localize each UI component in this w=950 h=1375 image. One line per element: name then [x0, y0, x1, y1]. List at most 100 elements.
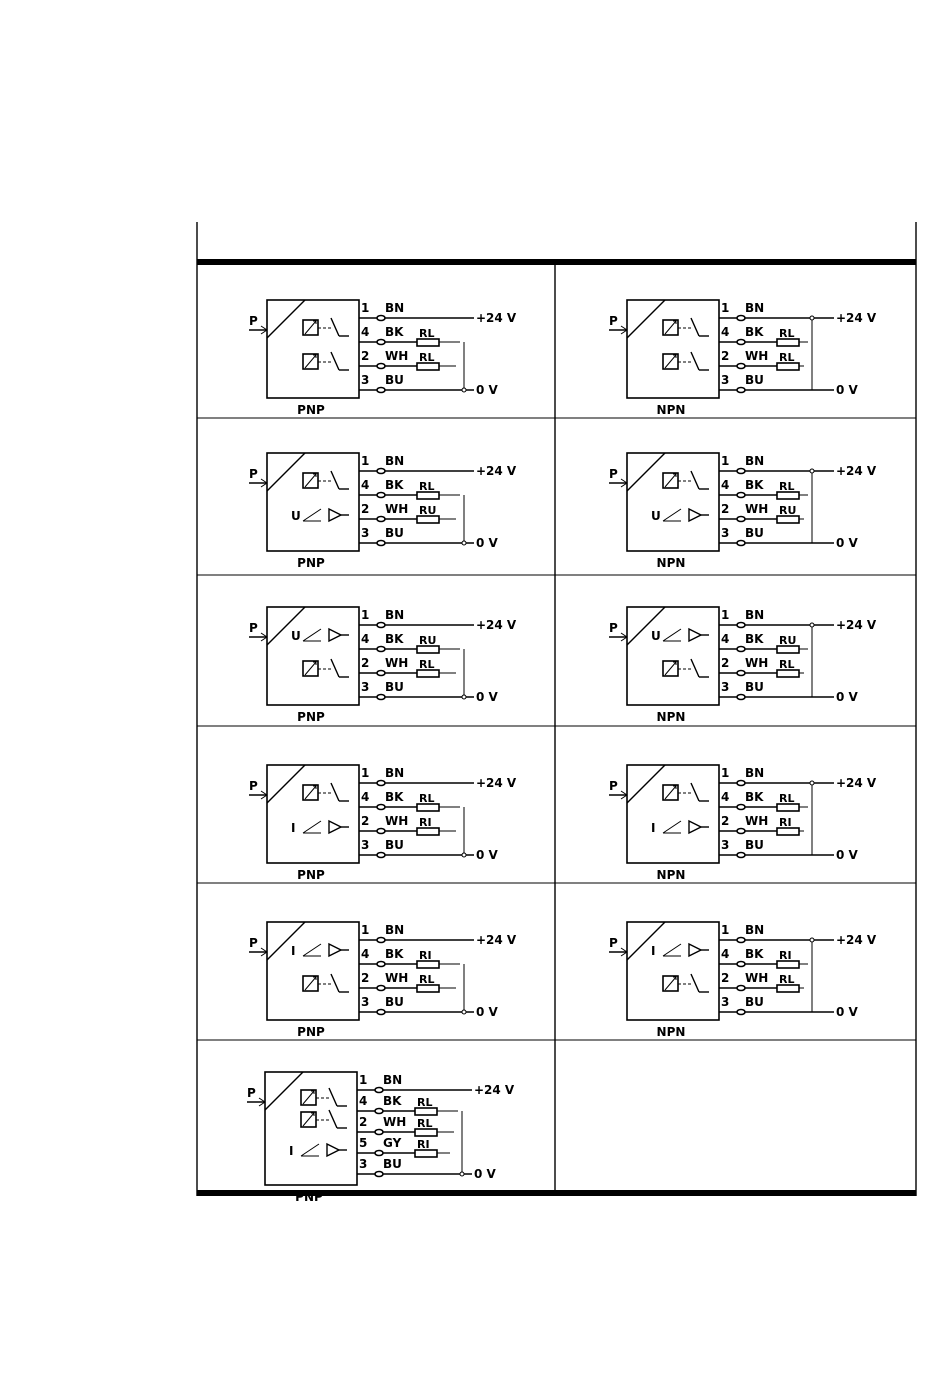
load-resistor [416, 984, 440, 993]
connector [736, 960, 746, 968]
sensor-arrow [664, 661, 677, 676]
supply-positive-label: +24 V [836, 464, 877, 478]
pin-number: 3 [361, 995, 369, 1009]
wire-color-label: BN [745, 766, 764, 780]
pin-number: 2 [721, 349, 729, 363]
pin-number: 3 [361, 838, 369, 852]
wire-color-label: BK [745, 947, 764, 961]
load-resistor [776, 827, 800, 836]
load-resistor-label: RI [417, 1138, 430, 1151]
pin-number: 3 [361, 680, 369, 694]
analog-ramp [662, 508, 682, 522]
analog-letter: I [291, 944, 295, 958]
switch-contact [690, 658, 700, 678]
connector [736, 621, 746, 629]
analog-ramp [662, 820, 682, 834]
supply-positive-label: +24 V [474, 1083, 515, 1097]
junction-dot [809, 937, 815, 943]
output-type-label: NPN [657, 1025, 686, 1039]
wire-color-label: BN [745, 608, 764, 622]
wire-color-label: BU [745, 526, 764, 540]
connector [736, 362, 746, 370]
analog-ramp [662, 628, 682, 642]
load-resistor-label: RL [779, 973, 794, 986]
supply-negative-label: 0 V [476, 690, 499, 704]
pin-number: 2 [721, 814, 729, 828]
connector [376, 491, 386, 499]
load-resistor-label: RI [779, 949, 792, 962]
connector [376, 960, 386, 968]
wire-color-label: BU [385, 526, 404, 540]
amplifier-triangle [688, 819, 703, 835]
sensor-arrow-head [313, 320, 317, 324]
junction-dot [461, 387, 467, 393]
pin-number: 1 [361, 766, 369, 780]
load-resistor [416, 645, 440, 654]
load-resistor [416, 491, 440, 500]
sensor-arrow-head [673, 320, 677, 324]
sensor-arrow-head [673, 661, 677, 665]
output-type-label: NPN [657, 556, 686, 570]
amplifier-triangle [688, 507, 703, 523]
sensor-body-diagonal [626, 606, 666, 646]
pin-number: 4 [361, 632, 369, 646]
sensor-arrow-head [313, 354, 317, 358]
supply-negative-label: 0 V [836, 383, 859, 397]
connector [736, 539, 746, 547]
analog-letter: U [651, 629, 661, 643]
analog-ramp [302, 820, 322, 834]
pin-number: 1 [721, 301, 729, 315]
wire-color-label: BK [383, 1094, 402, 1108]
connector [376, 1008, 386, 1016]
supply-negative-label: 0 V [476, 1005, 499, 1019]
wire-color-label: BN [385, 301, 404, 315]
load-resistor-label: RI [419, 816, 432, 829]
amplifier-triangle [326, 1142, 341, 1158]
sensor-arrow [664, 976, 677, 991]
wire-color-label: BU [745, 680, 764, 694]
sensor-arrow [664, 320, 677, 335]
connector [376, 362, 386, 370]
load-resistor [776, 645, 800, 654]
connector [376, 314, 386, 322]
pin-number: 2 [361, 814, 369, 828]
wire-color-label: WH [745, 971, 768, 985]
output-type-label: PNP [297, 403, 325, 417]
sensor-body [626, 764, 720, 864]
junction-dot [809, 622, 815, 628]
wire-color-label: BN [385, 454, 404, 468]
connector [736, 827, 746, 835]
load-resistor-label: RL [419, 327, 434, 340]
output-type-label: PNP [297, 868, 325, 882]
load-resistor-label: RU [419, 504, 436, 517]
switch-contact [330, 973, 340, 993]
analog-ramp [300, 1143, 320, 1157]
load-resistor [776, 984, 800, 993]
load-resistor-label: RL [779, 792, 794, 805]
connector [736, 338, 746, 346]
connector [376, 693, 386, 701]
sensor-arrow-head [311, 1090, 315, 1094]
sensor-arrow-head [313, 661, 317, 665]
wire-color-label: BU [385, 680, 404, 694]
load-resistor [776, 362, 800, 371]
switch-contact [690, 782, 700, 802]
junction-dot [809, 468, 815, 474]
amplifier-triangle [328, 942, 343, 958]
supply-negative-label: 0 V [474, 1167, 497, 1181]
sensor-body [626, 452, 720, 552]
load-resistor-label: RL [419, 351, 434, 364]
connector [376, 386, 386, 394]
wire-color-label: WH [383, 1115, 406, 1129]
sensor-arrow [304, 785, 317, 800]
pin-number: 1 [361, 608, 369, 622]
analog-letter: I [289, 1144, 293, 1158]
wire-color-label: BK [385, 632, 404, 646]
